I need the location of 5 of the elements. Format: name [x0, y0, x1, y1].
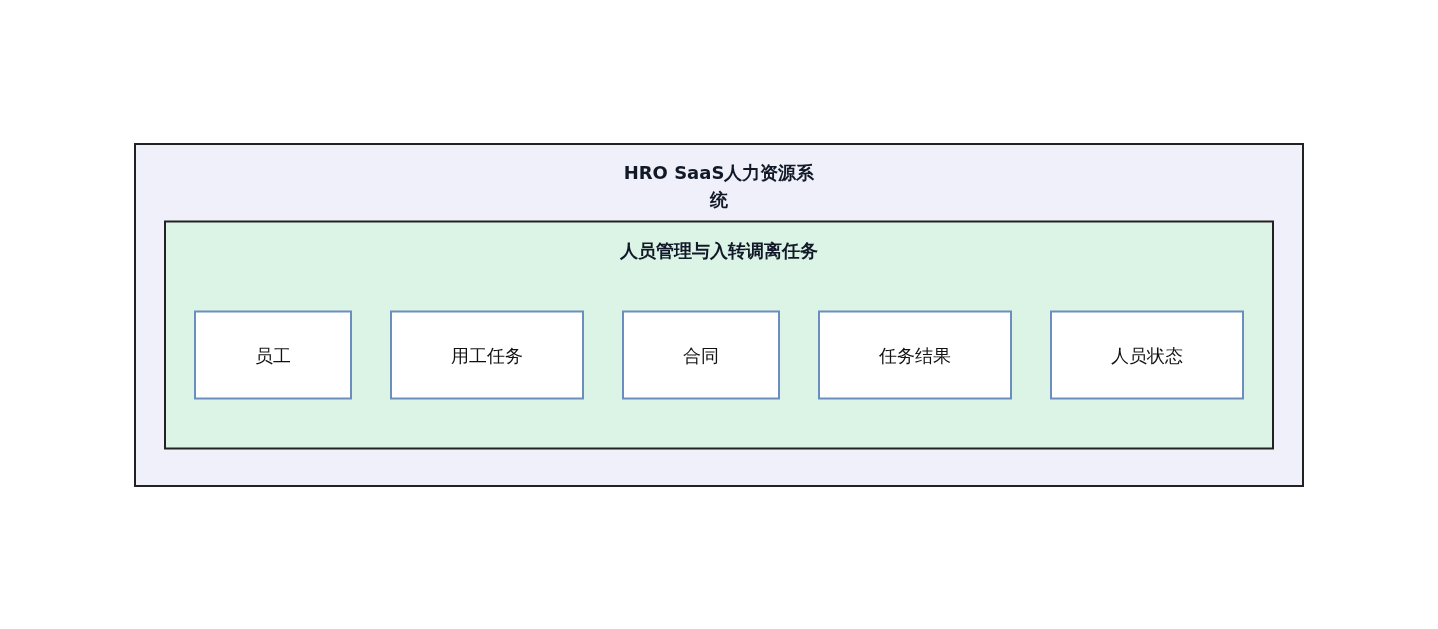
node-box: 任务结果: [818, 310, 1012, 399]
node-box: 人员状态: [1050, 310, 1244, 399]
node-box: 员工: [194, 310, 352, 399]
node-box: 用工任务: [390, 310, 584, 399]
node-box: 合同: [622, 310, 780, 399]
